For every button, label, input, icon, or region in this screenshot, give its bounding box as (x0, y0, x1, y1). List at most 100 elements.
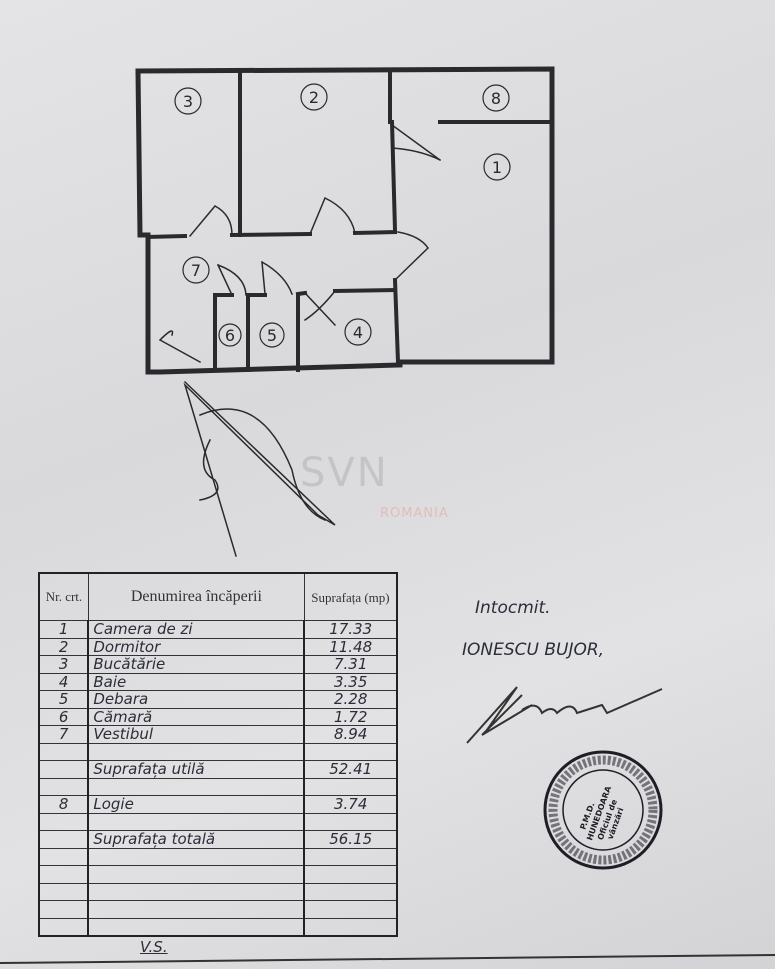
room-name: Logie (87, 795, 305, 814)
room-area: 1.72 (303, 707, 398, 726)
wall (145, 229, 398, 240)
room-label-2: 2 (300, 83, 328, 111)
room-label-1: 1 (483, 153, 511, 181)
door (393, 231, 430, 282)
row-number (38, 830, 90, 849)
room-name (87, 900, 305, 919)
svg-text:5: 5 (267, 326, 277, 345)
room-area (303, 777, 398, 796)
table-row (38, 882, 398, 901)
official-stamp: P.M.D. HUNEDOARA Oficiul de vânzări (543, 750, 663, 870)
row-number (38, 742, 90, 761)
row-number (38, 900, 90, 919)
row-number: 3 (38, 655, 90, 674)
divider (0, 953, 775, 965)
room-name: Cămară (87, 707, 305, 726)
vs-note: V.S. (140, 938, 168, 956)
room-area (303, 812, 398, 831)
table-row (38, 917, 398, 937)
room-area (303, 882, 398, 901)
room-name: Debara (87, 690, 305, 709)
room-name (87, 812, 305, 831)
row-number: 7 (38, 725, 90, 744)
table-row (38, 742, 398, 761)
room-name (87, 865, 305, 884)
room-name: Vestibul (87, 725, 305, 744)
svg-text:1: 1 (492, 158, 502, 177)
wall (135, 68, 151, 343)
table-row (38, 777, 398, 796)
wall (389, 119, 398, 233)
header-nr: Nr. crt. (38, 572, 89, 621)
svg-text:2: 2 (309, 88, 319, 107)
north-arrow-arc (199, 408, 326, 521)
table-row (38, 865, 398, 884)
room-label-3: 3 (174, 87, 202, 115)
row-number: 5 (38, 690, 90, 709)
room-area (303, 900, 398, 919)
watermark-sub: ROMANIA (380, 506, 449, 521)
wall (213, 293, 300, 372)
room-areas-table: Nr. crt. Denumirea încăperii Suprafața (… (38, 572, 398, 937)
room-label-4: 4 (344, 318, 372, 346)
header-name: Denumirea încăperii (87, 572, 305, 621)
row-number (38, 812, 90, 831)
door (188, 204, 233, 238)
door (260, 260, 293, 295)
row-number (38, 865, 90, 884)
room-name (87, 882, 305, 901)
table-row (38, 900, 398, 919)
room-area: 8.94 (303, 725, 398, 744)
room-label-5: 5 (259, 322, 285, 348)
room-label-7: 7 (182, 256, 210, 284)
room-area: 11.48 (303, 637, 398, 656)
row-number: 8 (38, 795, 90, 814)
room-name (87, 847, 305, 866)
room-name: Baie (87, 672, 305, 691)
room-area: 2.28 (303, 690, 398, 709)
watermark: SVN ROMANIA (300, 450, 448, 521)
header-area: Suprafața (mp) (303, 572, 398, 621)
room-area: 7.31 (303, 655, 398, 674)
row-number (38, 917, 90, 937)
door (217, 264, 247, 296)
svg-text:6: 6 (225, 326, 235, 345)
room-area: 56.15 (303, 830, 398, 849)
row-number: 4 (38, 672, 90, 691)
door (390, 123, 442, 162)
row-number: 2 (38, 637, 90, 656)
room-name: Camera de zi (87, 620, 305, 639)
signature (466, 686, 663, 744)
room-area: 3.74 (303, 795, 398, 814)
room-area (303, 917, 398, 937)
table-row (38, 812, 398, 831)
room-name (87, 917, 305, 937)
door (303, 289, 337, 327)
room-name: Suprafața utilă (87, 760, 305, 779)
room-area: 52.41 (303, 760, 398, 779)
row-number (38, 882, 90, 901)
north-arrow (183, 380, 336, 557)
door (309, 196, 356, 235)
door (158, 330, 202, 364)
room-name (87, 742, 305, 761)
room-area (303, 742, 398, 761)
wall (135, 66, 555, 375)
wall (392, 277, 401, 365)
room-name: Dormitor (87, 637, 305, 656)
author-name: IONESCU BUJOR, (462, 640, 605, 660)
row-number (38, 760, 90, 779)
row-number: 6 (38, 707, 90, 726)
row-number: 1 (38, 620, 90, 639)
svg-text:7: 7 (191, 261, 201, 280)
room-label-8: 8 (482, 84, 510, 112)
svg-text:4: 4 (353, 323, 363, 342)
author-label: Intocmit. (475, 598, 551, 618)
